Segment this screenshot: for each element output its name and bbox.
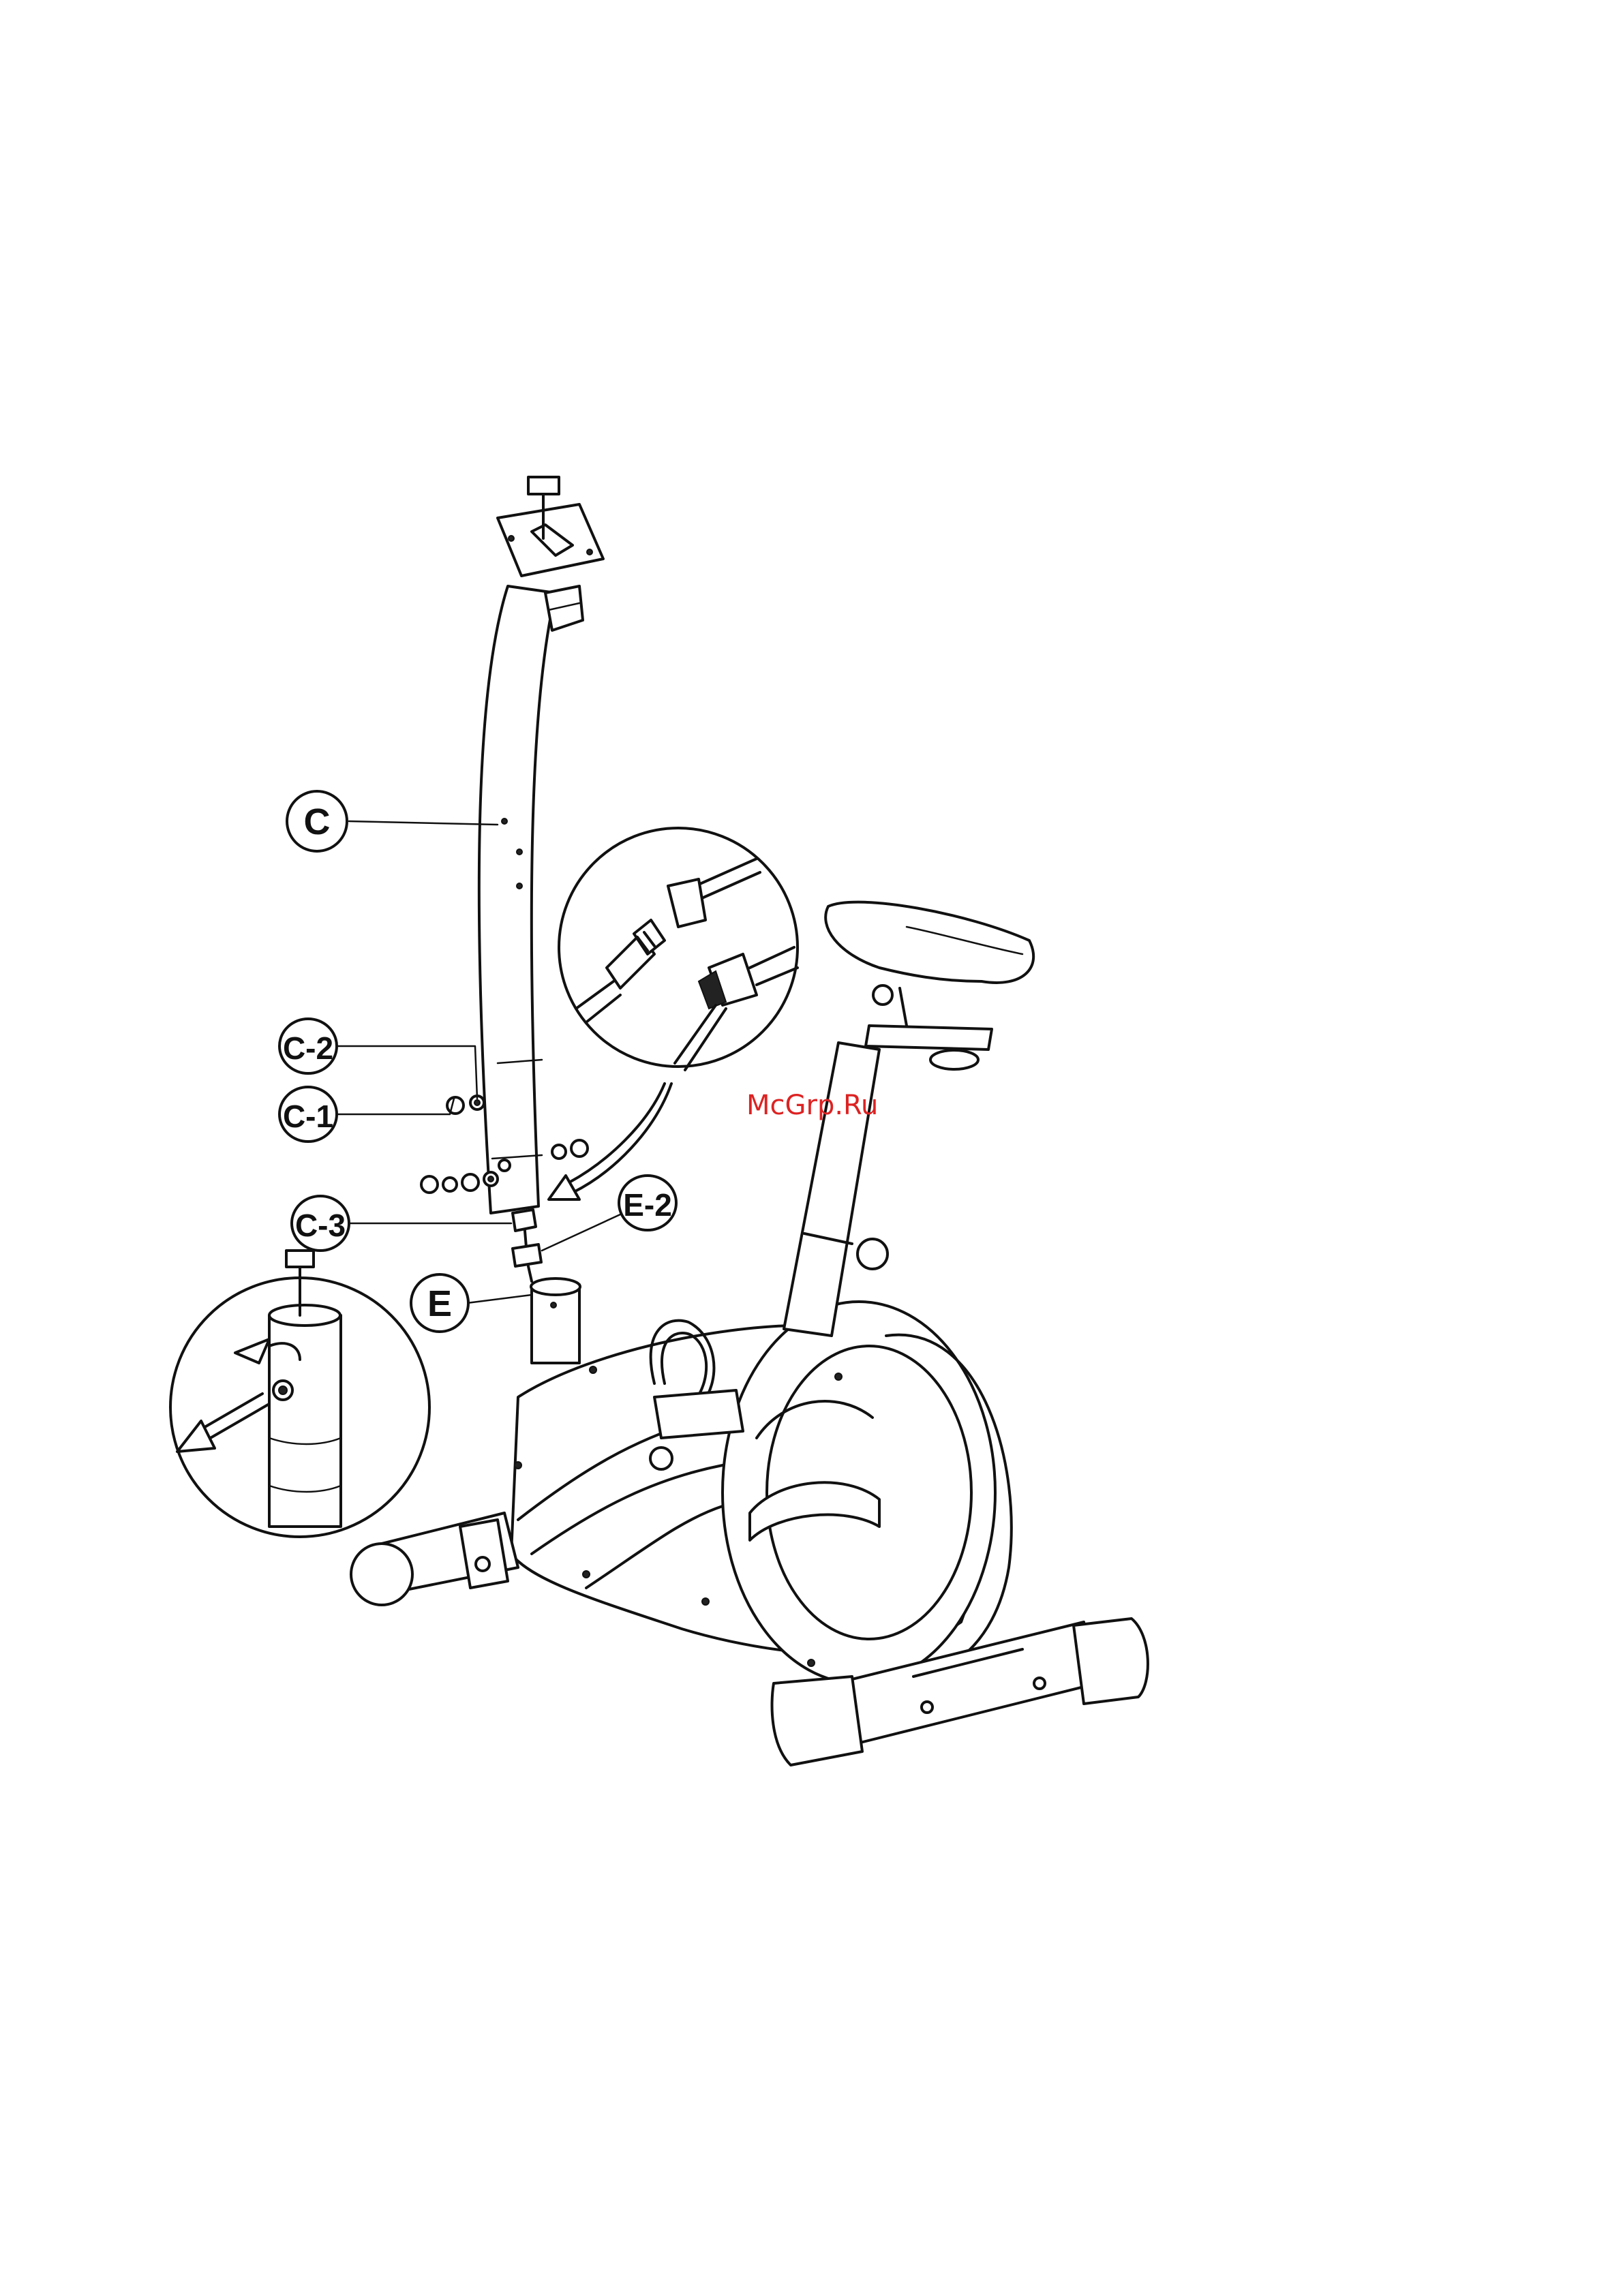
- bike-frame: [511, 1279, 1012, 1683]
- label-c3: C-3: [295, 1208, 346, 1243]
- callout-c: C: [287, 791, 347, 851]
- tube-detail-circle: [170, 1251, 429, 1537]
- label-c2: C-2: [283, 1030, 333, 1066]
- callout-e: E: [411, 1274, 468, 1332]
- callout-c3: C-3: [292, 1196, 349, 1251]
- label-c: C: [304, 801, 331, 842]
- handlebar-post: [479, 586, 556, 1213]
- cable-connectors: [513, 1210, 541, 1281]
- connector-detail-circle: [559, 828, 798, 1070]
- front-stabilizer: [351, 1513, 518, 1605]
- callout-c1: C-1: [279, 1087, 337, 1142]
- label-e2: E-2: [623, 1187, 672, 1223]
- callout-e2: E-2: [619, 1176, 676, 1230]
- label-e: E: [427, 1283, 452, 1324]
- callout-c2: C-2: [279, 1019, 337, 1073]
- label-c1: C-1: [283, 1099, 333, 1134]
- watermark: McGrp.Ru: [746, 1090, 878, 1121]
